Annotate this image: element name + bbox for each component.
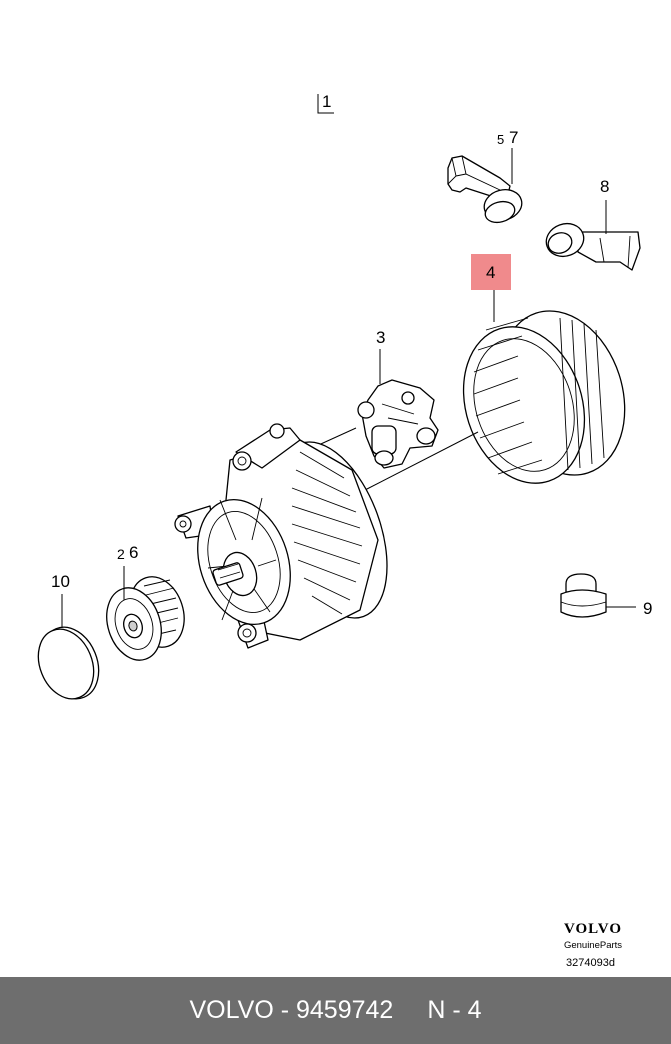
assembly-axis-line — [364, 431, 479, 491]
callout-4-highlight — [471, 254, 511, 290]
callout-label-4: 4 — [486, 263, 495, 282]
regulator-part — [357, 379, 439, 469]
pulley-part — [106, 576, 185, 661]
clip-bracket-part — [447, 155, 523, 224]
footer-page-ref: N - 4 — [427, 996, 482, 1024]
fan-cover-part — [462, 310, 626, 484]
exploded-parts-diagram: 1 5 7 8 4 — [37, 92, 652, 700]
volvo-wordmark: VOLVO — [563, 921, 623, 937]
footer-bar: VOLVO - 9459742 N - 4 — [0, 977, 671, 1044]
volvo-genuine-parts-logo: VOLVO GenuineParts — [553, 921, 633, 951]
callout-label-2: 2 — [117, 546, 125, 562]
callout-label-8: 8 — [600, 177, 609, 196]
callout-1: 1 — [317, 92, 334, 114]
callout-8: 8 — [600, 177, 609, 234]
callout-label-1: 1 — [322, 92, 331, 111]
callout-label-3: 3 — [376, 328, 385, 347]
callout-5: 5 — [497, 132, 504, 147]
callout-label-7: 7 — [509, 128, 518, 147]
callout-4: 4 — [471, 254, 511, 322]
genuine-parts-text: GenuineParts — [563, 940, 623, 951]
callout-2: 2 — [117, 546, 125, 562]
callout-6: 6 — [123, 543, 138, 600]
callout-3: 3 — [376, 328, 385, 384]
footer-part-number: VOLVO - 9459742 — [189, 996, 394, 1024]
callout-7: 7 — [509, 128, 518, 184]
callout-label-6: 6 — [129, 543, 138, 562]
pulley-cap-part — [37, 626, 100, 700]
callout-10: 10 — [51, 572, 70, 628]
cap-nut-part — [560, 573, 607, 618]
sleeve-arm-part — [545, 222, 641, 271]
callout-label-10: 10 — [51, 572, 70, 591]
drawing-number: 3274093d — [566, 957, 615, 969]
callout-label-9: 9 — [643, 599, 652, 618]
callout-9: 9 — [606, 599, 652, 618]
alternator-housing — [174, 423, 388, 649]
callout-label-5: 5 — [497, 132, 504, 147]
